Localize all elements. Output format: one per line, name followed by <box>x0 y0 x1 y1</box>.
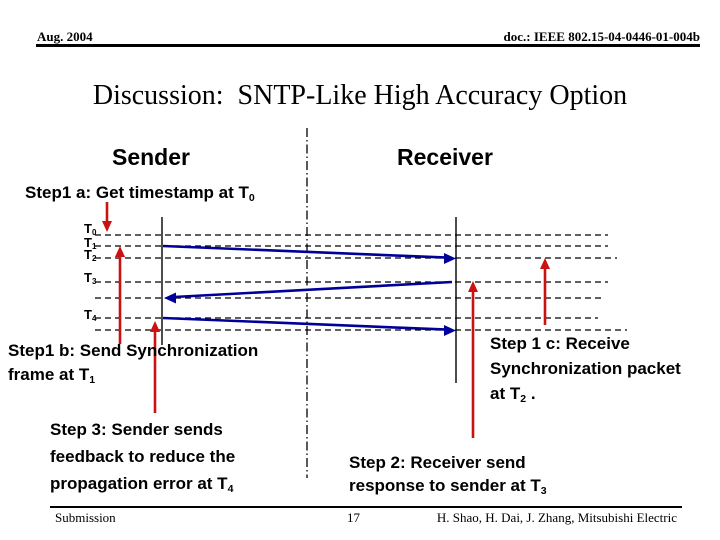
step1b-line2: frame at T1 <box>8 363 258 389</box>
t1-pointer-arrowhead-icon <box>115 246 125 257</box>
feedback-arrowhead-icon <box>444 325 456 336</box>
sync-frame-arrow <box>162 244 448 259</box>
response-arrow <box>173 280 453 299</box>
header-date: Aug. 2004 <box>37 29 93 44</box>
timeline-label-t0-sub: 0 <box>91 228 97 238</box>
response-arrowhead-icon <box>164 292 176 304</box>
step1c-line3-suffix: . <box>526 384 536 403</box>
step1a-text: Step1 a: Get timestamp at T0 <box>25 181 255 207</box>
sync-frame-arrowhead-icon <box>444 253 456 264</box>
timeline-label-t0: T0 <box>84 222 96 237</box>
timeline-label-t3: T3 <box>84 271 96 286</box>
timeline-label-t4-sub: 4 <box>91 314 97 324</box>
step3-line1: Step 3: Sender sends <box>50 420 223 439</box>
timeline-label-t1-sub: 1 <box>91 242 97 252</box>
footer-rule <box>50 506 682 508</box>
sender-label: Sender <box>112 144 190 170</box>
timeline-label-t3-sub: 3 <box>91 277 97 287</box>
t2-pointer-arrowhead-icon <box>540 258 550 269</box>
step1b-subscript: 1 <box>89 373 96 386</box>
timeline-label-t0-main: T <box>84 221 92 236</box>
timeline-label-t4-main: T <box>84 307 92 322</box>
timeline-label-t3-main: T <box>84 270 92 285</box>
step3-text: Step 3: Sender sends feedback to reduce … <box>50 416 235 500</box>
step2-line2: response to sender at T3 <box>349 474 547 500</box>
timeline-label-t2-sub: 2 <box>91 254 97 264</box>
slide-title: Discussion: SNTP-Like High Accuracy Opti… <box>92 80 628 111</box>
timeline-label-t2-main: T <box>84 247 92 262</box>
step3-line2: feedback to reduce the <box>50 447 236 466</box>
step1a-subscript: 0 <box>248 191 255 204</box>
step1c-line3-text: at T <box>490 384 521 403</box>
header-doc-number: doc.: IEEE 802.15-04-0446-01-004b <box>503 29 700 44</box>
t3-pointer-arrowhead-icon <box>468 281 478 292</box>
step1c-subscript: 2 <box>520 392 527 405</box>
step2-line1: Step 2: Receiver send <box>349 453 526 472</box>
t4-pointer-arrowhead-icon <box>150 321 160 332</box>
feedback-arrow <box>162 316 448 331</box>
step1c-line3: at T2 . <box>490 381 681 409</box>
timeline-label-t1-main: T <box>84 235 92 250</box>
step3-line3-text: propagation error at T <box>50 474 228 493</box>
step3-subscript: 4 <box>227 482 234 495</box>
t0-pointer-arrowhead-icon <box>102 221 112 232</box>
timeline-label-t4: T4 <box>84 308 96 323</box>
footer-authors: H. Shao, H. Dai, J. Zhang, Mitsubishi El… <box>436 510 677 525</box>
timeline-label-t1: T1 <box>84 236 96 251</box>
step1a-line: Step1 a: Get timestamp at T <box>25 183 249 202</box>
step2-text: Step 2: Receiver send response to sender… <box>349 451 547 500</box>
step1c-line2: Synchronization packet <box>490 359 681 378</box>
receiver-label: Receiver <box>397 144 493 170</box>
step1c-text: Step 1 c: Receive Synchronization packet… <box>490 331 681 409</box>
header-rule <box>36 44 700 47</box>
footer-page-number: 17 <box>347 510 360 525</box>
step1b-text: Step1 b: Send Synchronization frame at T… <box>8 339 258 389</box>
footer-submission: Submission <box>55 510 116 525</box>
timeline-label-t2: T2 <box>84 248 96 263</box>
step2-line2-text: response to sender at T <box>349 476 541 495</box>
step2-subscript: 3 <box>540 484 547 497</box>
step3-line3: propagation error at T4 <box>50 470 235 500</box>
step1b-line1: Step1 b: Send Synchronization <box>8 341 259 360</box>
step1c-line1: Step 1 c: Receive <box>490 334 630 353</box>
step1b-line2-text: frame at T <box>8 365 90 384</box>
